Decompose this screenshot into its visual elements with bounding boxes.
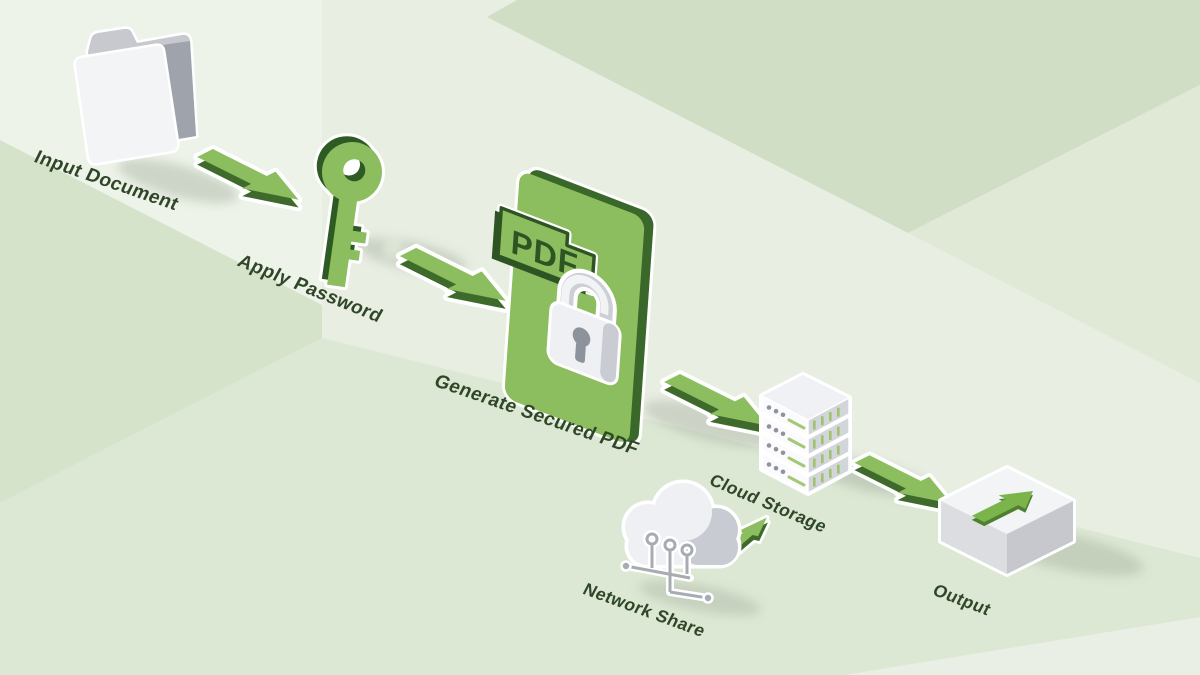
key-shadow-hole	[385, 241, 401, 257]
server-stack-icon	[759, 372, 852, 496]
folder-shadow	[117, 158, 239, 204]
output-arrow-glyph	[971, 491, 1033, 527]
right-mid-plane	[908, 85, 1200, 383]
server-unit	[761, 395, 850, 437]
left-wall-lower-plane	[0, 140, 322, 503]
server-unit	[761, 433, 850, 475]
bottom-right-plane	[845, 617, 1200, 675]
cloud-network-icon	[620, 479, 742, 604]
folder-icon	[73, 26, 199, 166]
server-unit	[761, 414, 850, 456]
pdf-lock-document-icon: PDF	[491, 166, 657, 446]
output-box-icon	[938, 465, 1076, 577]
lock-icon	[546, 268, 622, 386]
server-unit	[761, 452, 850, 494]
floor-plane	[0, 338, 1200, 675]
key-icon	[313, 133, 385, 291]
top-dark-plane	[487, 0, 1200, 233]
network-nodes	[620, 530, 714, 604]
